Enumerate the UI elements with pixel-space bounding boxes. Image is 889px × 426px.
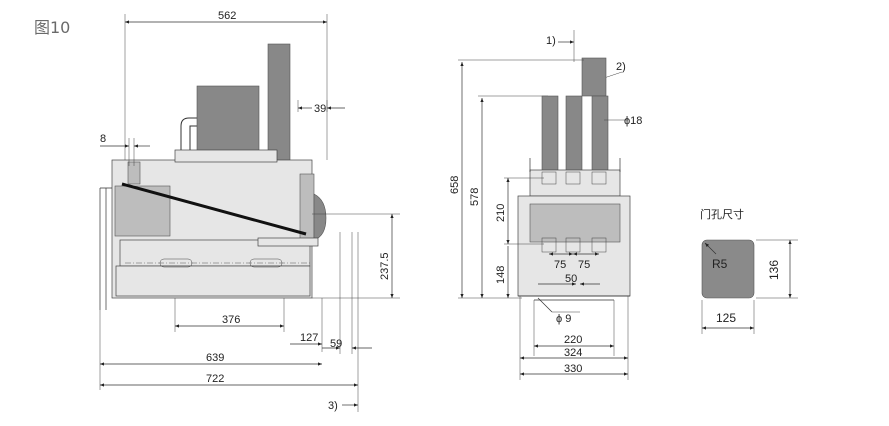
- front-view: 1) 2) 658 578 ϕ18 2: [449, 30, 642, 380]
- dim-75b: 75: [578, 259, 590, 271]
- dim-722: 722: [206, 373, 224, 385]
- dim-330: 330: [564, 363, 582, 375]
- dim-376: 376: [222, 314, 240, 326]
- side-view: 562 39 8: [99, 10, 400, 412]
- dim-220: 220: [564, 334, 582, 346]
- dim-8: 8: [100, 133, 106, 145]
- cutout-width: 125: [716, 311, 736, 325]
- dim-75a: 75: [554, 259, 566, 271]
- cutout-shape: [701, 239, 755, 299]
- dim-562: 562: [218, 10, 236, 22]
- door-cutout-label: 门孔尺寸: [700, 207, 744, 221]
- top-busbar: [581, 57, 607, 97]
- note-3: 3): [328, 400, 338, 412]
- cutout-radius: R5: [712, 257, 728, 271]
- note-2: 2): [616, 61, 626, 73]
- dim-237-5: 237.5: [379, 252, 391, 280]
- dim-639: 639: [206, 352, 224, 364]
- dim-210: 210: [495, 204, 507, 222]
- dim-148: 148: [495, 266, 507, 284]
- cutout-height: 136: [767, 260, 781, 280]
- terminal-block: [529, 169, 621, 197]
- dim-39: 39: [314, 103, 326, 115]
- top-block: [196, 85, 260, 163]
- dim-phi9: ϕ 9: [556, 313, 571, 325]
- note-1: 1): [546, 35, 556, 47]
- vertical-plate: [267, 43, 291, 163]
- dim-phi18: ϕ18: [624, 115, 642, 127]
- door-cutout: 门孔尺寸 R5 136 125: [700, 207, 798, 334]
- dim-658: 658: [449, 176, 461, 194]
- dim-127: 127: [300, 332, 318, 344]
- dim-324: 324: [564, 347, 582, 359]
- figure-label: 图10: [34, 18, 71, 37]
- dim-50: 50: [565, 273, 577, 285]
- dim-59: 59: [330, 338, 342, 350]
- dim-578: 578: [469, 188, 481, 206]
